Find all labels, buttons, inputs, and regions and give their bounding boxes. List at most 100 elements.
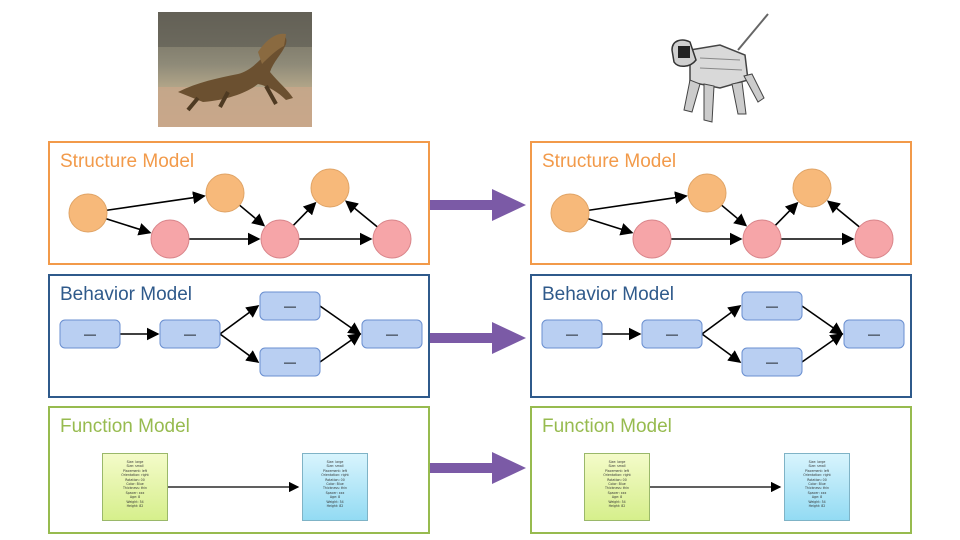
attribute-line: Spacer: xxx [807,490,827,495]
orange-node [550,193,590,233]
attribute-line: Age: 8 [329,495,341,500]
structure-graph [550,168,894,259]
behavior-graph: — — — — — [541,291,905,377]
attribute-line: Size: large [808,460,826,464]
graph-edge [826,200,860,228]
graph-edge [801,333,844,363]
orange-node [205,173,245,213]
behavior-graph: ————— [59,291,423,377]
panel-title: Function Model [60,416,190,437]
transfer-arrow-behavior [430,322,526,354]
structure-model-panel-source: Structure Model [48,141,430,265]
behavior-node [59,319,121,349]
graph-edge [721,204,748,227]
panel-title: Structure Model [542,151,677,172]
graph-edge [701,305,742,335]
attribute-line: Orientation: right [803,473,831,478]
behavior-node-label: — [868,327,880,341]
attribute-line: Size: small [326,464,344,469]
attribute-line: Orientation: right [321,473,349,478]
attribute-line: Placement: left [122,468,148,473]
behavior-node [641,319,703,349]
attribute-line: Orientation: right [121,473,149,478]
behavior-node-label: — [766,299,778,313]
graph-edge [587,217,634,236]
attribute-line: Orientation: right [603,473,631,478]
attribute-line: Size: small [808,464,826,469]
attribute-line: Size: small [608,464,626,469]
graph-edge [774,201,799,226]
attribute-line: Weight: 54 [608,499,626,504]
attribute-line: Age: 8 [811,495,823,500]
lizard-photo [158,12,312,127]
pink-node [854,219,894,259]
attribute-line: Age: 8 [611,495,623,500]
attribute-line: Height: 82 [608,504,626,509]
behavior-node [361,319,423,349]
panel-title: Function Model [542,416,672,437]
graph-edge [105,217,152,236]
graph-edge [219,305,260,335]
attribute-line: Thickness: thin [122,486,148,491]
attribute-line: Size: large [126,460,144,464]
behavior-node [741,347,803,377]
behavior-node [541,319,603,349]
behavior-node [741,291,803,321]
attribute-line: Color: Blue [326,482,344,487]
behavior-node-label: — [284,299,296,313]
graph-edge [292,201,317,226]
attribute-line: Placement: left [804,468,830,473]
behavior-node [259,291,321,321]
graph-edge [219,333,260,363]
attribute-line: Height: 82 [326,504,344,509]
attribute-line: Age: 8 [129,495,141,500]
attribute-line: Spacer: xxx [607,490,627,495]
behavior-node-label: — [566,327,578,341]
orange-node [687,173,727,213]
attribute-line: Spacer: xxx [325,490,345,495]
attribute-line: Color: Blue [608,482,626,487]
attribute-line: Thickness: thin [322,486,348,491]
structure-model-panel-target: Structure Model [530,141,912,265]
graph-edge [588,191,688,212]
robot-dog-illustration [660,10,775,130]
behavior-model-panel-source: Behavior Model ————— [48,274,430,398]
pink-node [150,219,190,259]
attribute-line: Rotation: 00 [125,477,145,482]
attribute-line: Height: 82 [808,504,826,509]
attribute-line: Thickness: thin [604,486,630,491]
graph-edge [801,305,844,335]
behavior-node-label: — [386,327,398,341]
orange-node [68,193,108,233]
behavior-node [843,319,905,349]
attribute-line: Size: large [326,460,344,464]
attribute-line: Size: small [126,464,144,469]
attribute-line: Height: 82 [126,504,144,509]
attribute-line: Weight: 54 [326,499,344,504]
attribute-line: Size: large [608,460,626,464]
orange-node [310,168,350,208]
behavior-node-label: — [184,327,196,341]
behavior-node-label: — [666,327,678,341]
pink-node [632,219,672,259]
orange-node [792,168,832,208]
behavior-node [159,319,221,349]
attribute-line: Thickness: thin [804,486,830,491]
graph-edge [701,333,742,363]
graph-edge [319,305,362,335]
graph-edge [239,204,266,227]
structure-graph [68,168,412,259]
panel-title: Behavior Model [542,284,675,305]
behavior-model-panel-target: Behavior Model — — — — — [530,274,912,398]
graph-edge [344,200,378,228]
transfer-arrow-structure [430,189,526,221]
behavior-node [259,347,321,377]
behavior-node-label: — [766,355,778,369]
attribute-line: Color: Blue [808,482,826,487]
